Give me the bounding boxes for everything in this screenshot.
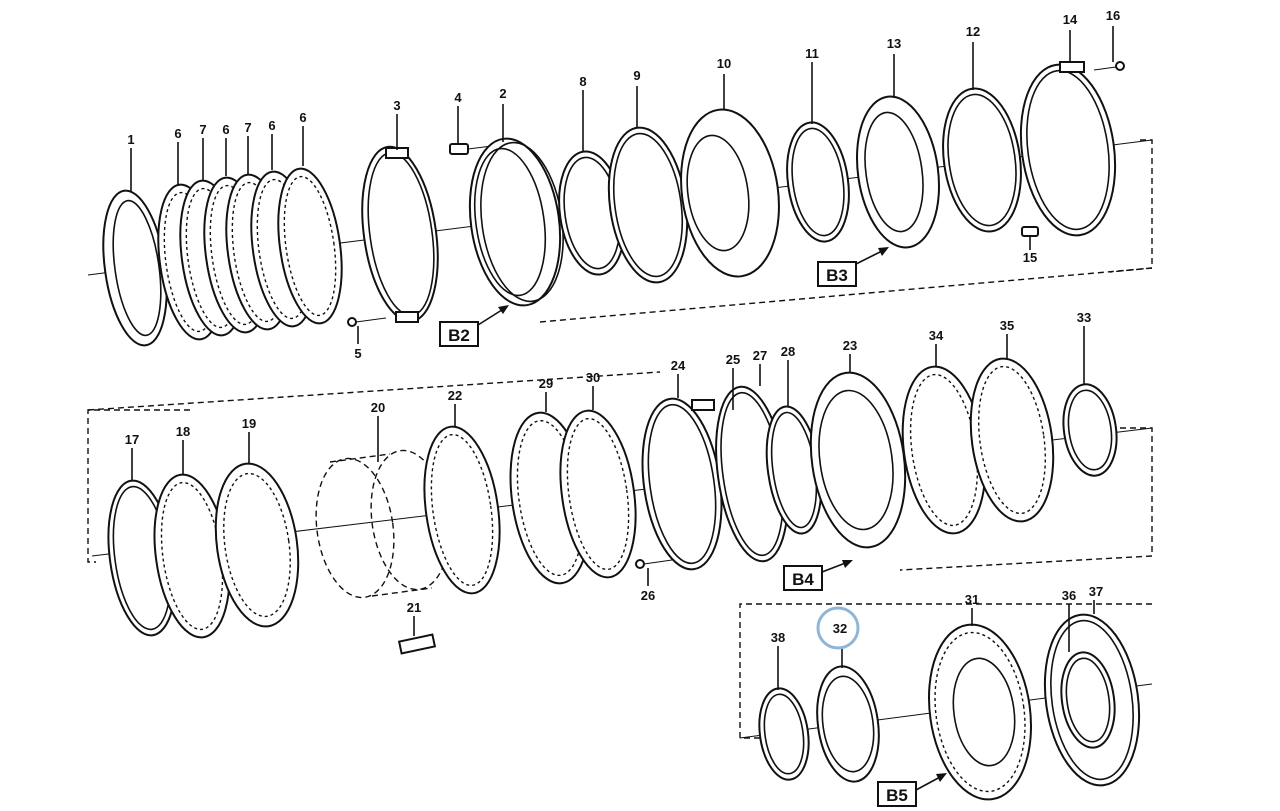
part-36-seal-ring[interactable] <box>1056 649 1121 751</box>
label-14[interactable]: 14 <box>1063 12 1078 27</box>
section-boxes: B2 B3 B4 B5 <box>439 261 917 807</box>
leaders-row3 <box>777 600 1095 690</box>
leaders-row1 <box>130 26 1114 344</box>
frame-edge-row3 <box>739 603 1152 739</box>
b2-label: B2 <box>448 326 470 345</box>
part-33-seal-ring[interactable] <box>1058 381 1122 479</box>
leaders-row2 <box>131 326 1085 636</box>
label-20[interactable]: 20 <box>371 400 385 415</box>
label-9[interactable]: 9 <box>633 68 640 83</box>
b5-box[interactable] <box>877 781 917 807</box>
label-10[interactable]: 10 <box>717 56 731 71</box>
label-34[interactable]: 34 <box>929 328 944 343</box>
label-2[interactable]: 2 <box>499 86 506 101</box>
part-38-seal-ring[interactable] <box>754 685 814 783</box>
label-17[interactable]: 17 <box>125 432 139 447</box>
part-26-bolt[interactable] <box>635 559 645 569</box>
label-5[interactable]: 5 <box>354 346 361 361</box>
label-26[interactable]: 26 <box>641 588 655 603</box>
label-22[interactable]: 22 <box>448 388 462 403</box>
part-31-piston[interactable] <box>918 618 1042 806</box>
part-14-retainer-ring[interactable] <box>1010 58 1125 241</box>
label-8[interactable]: 8 <box>579 74 586 89</box>
label-30[interactable]: 30 <box>586 370 600 385</box>
label-21[interactable]: 21 <box>407 600 421 615</box>
label-6c[interactable]: 6 <box>268 118 275 133</box>
b3-box[interactable] <box>817 261 857 287</box>
label-31[interactable]: 31 <box>965 592 979 607</box>
label-15[interactable]: 15 <box>1023 250 1037 265</box>
part-number-labels: 1 2 3 4 5 6 6 6 6 7 7 8 9 10 11 12 13 14… <box>125 8 1120 645</box>
part-3-tab-bottom <box>395 311 419 323</box>
part-13-piston-ring[interactable] <box>848 91 948 253</box>
label-7a[interactable]: 7 <box>199 122 206 137</box>
label-29[interactable]: 29 <box>539 376 553 391</box>
label-13[interactable]: 13 <box>887 36 901 51</box>
label-19[interactable]: 19 <box>242 416 256 431</box>
row-3-assembly <box>739 600 1153 806</box>
part-5-bolt[interactable] <box>347 317 357 327</box>
frame-edge-b4 <box>899 427 1153 571</box>
b5-arrow <box>915 775 943 791</box>
part-32-disc[interactable] <box>810 662 886 785</box>
label-12[interactable]: 12 <box>966 24 980 39</box>
label-25[interactable]: 25 <box>726 352 740 367</box>
label-16[interactable]: 16 <box>1106 8 1120 23</box>
label-35[interactable]: 35 <box>1000 318 1014 333</box>
b3-label: B3 <box>826 266 848 285</box>
label-24[interactable]: 24 <box>671 358 686 373</box>
part-19-disc[interactable] <box>206 458 308 632</box>
label-28[interactable]: 28 <box>781 344 795 359</box>
b5-label: B5 <box>886 786 908 805</box>
label-4[interactable]: 4 <box>454 90 462 105</box>
part-20-drum[interactable] <box>308 453 403 602</box>
label-18[interactable]: 18 <box>176 424 190 439</box>
frame-edge-b3 <box>1109 139 1153 273</box>
label-27[interactable]: 27 <box>753 348 767 363</box>
part-4-spring[interactable] <box>449 143 469 155</box>
part-10-piston[interactable] <box>671 103 789 283</box>
frame-edge-left-row2 <box>87 409 190 563</box>
part-21-key[interactable] <box>397 633 437 655</box>
label-36[interactable]: 36 <box>1062 588 1076 603</box>
label-1[interactable]: 1 <box>127 132 134 147</box>
part-12-seal-ring[interactable] <box>934 83 1029 236</box>
label-23[interactable]: 23 <box>843 338 857 353</box>
frame-bottom-row1 <box>539 267 1153 323</box>
b4-label: B4 <box>792 570 814 589</box>
label-3[interactable]: 3 <box>393 98 400 113</box>
label-32[interactable]: 32 <box>833 621 847 636</box>
part-32-highlight-circle <box>816 606 860 650</box>
label-38[interactable]: 38 <box>771 630 785 645</box>
part-3-retainer-ring[interactable] <box>352 142 448 326</box>
b3-arrow <box>855 249 885 265</box>
label-6d[interactable]: 6 <box>299 110 306 125</box>
b2-arrow <box>477 307 506 326</box>
label-6b[interactable]: 6 <box>222 122 229 137</box>
row-2-assembly <box>87 326 1153 655</box>
part-24-retainer-ring[interactable] <box>632 394 731 575</box>
label-37[interactable]: 37 <box>1089 584 1103 599</box>
row-1-assembly <box>87 26 1153 347</box>
part-35-disc[interactable] <box>961 353 1063 527</box>
part-14-tab <box>1059 61 1085 73</box>
b2-box[interactable] <box>439 321 479 347</box>
part-11-seal-ring[interactable] <box>780 118 856 245</box>
label-11[interactable]: 11 <box>805 46 819 61</box>
part-15-spring[interactable] <box>1021 226 1039 237</box>
b4-box[interactable] <box>783 565 823 591</box>
label-6a[interactable]: 6 <box>174 126 181 141</box>
part-16-bolt[interactable] <box>1115 61 1125 71</box>
label-33[interactable]: 33 <box>1077 310 1091 325</box>
part-22-disc[interactable] <box>415 422 510 598</box>
part-23-piston[interactable] <box>800 366 916 553</box>
label-7b[interactable]: 7 <box>244 120 251 135</box>
